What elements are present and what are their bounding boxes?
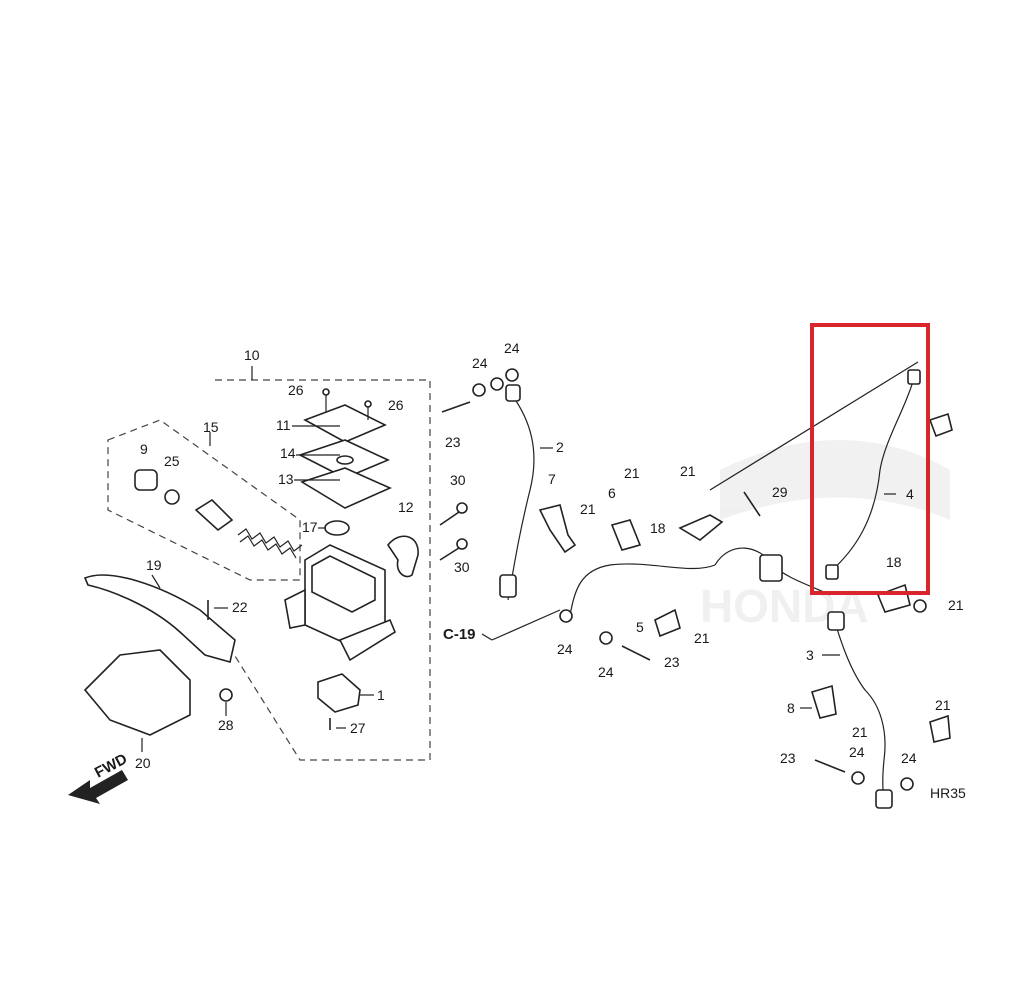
callout-30a: 30	[450, 472, 466, 488]
master-cylinder-group	[83, 366, 468, 761]
callout-6: 6	[608, 485, 616, 501]
clamp-6	[610, 519, 642, 551]
brake-hose-3	[827, 611, 893, 809]
cap-screw	[322, 388, 372, 420]
bolt-29	[743, 491, 761, 517]
callout-23b: 23	[664, 654, 680, 670]
callout-26a: 26	[288, 382, 304, 398]
callout-23a: 23	[445, 434, 461, 450]
holder-clamp	[387, 535, 419, 578]
snap-ring	[164, 489, 180, 505]
callout-24-far: 24	[901, 750, 917, 766]
joint-right	[928, 412, 953, 438]
fwd-arrow-icon	[68, 770, 128, 804]
brake-pipe-main	[569, 547, 831, 616]
diaphragm-plate	[324, 520, 350, 536]
callout-21c: 21	[580, 501, 596, 517]
bolt-23-bottom	[814, 759, 846, 773]
callout-labels: 10 15 9 25 26 26 11 14 13 17 12 30 30 19…	[135, 340, 964, 771]
callout-1: 1	[377, 687, 385, 703]
callout-24e: 24	[849, 744, 865, 760]
callout-30b: 30	[454, 559, 470, 575]
callout-24b: 24	[504, 340, 520, 356]
clamp-5	[654, 608, 681, 638]
callout-22: 22	[232, 599, 248, 615]
washer-24-c	[851, 771, 865, 785]
callout-13: 13	[278, 471, 294, 487]
callout-26b: 26	[388, 397, 404, 413]
callout-24d: 24	[598, 664, 614, 680]
callout-8: 8	[787, 700, 795, 716]
highlight-box	[810, 323, 930, 595]
callout-21e: 21	[948, 597, 964, 613]
callout-23c: 23	[780, 750, 796, 766]
callout-28: 28	[218, 717, 234, 733]
callout-14: 14	[280, 445, 296, 461]
bolt-21-right-top	[913, 599, 927, 613]
washer-24-a	[559, 609, 573, 623]
callout-29: 29	[772, 484, 788, 500]
callout-18b: 18	[886, 554, 902, 570]
bolt-23-mid	[621, 645, 651, 661]
clamp-8	[810, 684, 837, 719]
cross-ref-label: C-19	[443, 626, 476, 643]
callout-11: 11	[276, 417, 291, 433]
callout-10: 10	[244, 347, 260, 363]
callout-19: 19	[146, 557, 162, 573]
callout-20: 20	[135, 755, 151, 771]
watermark-logo: HONDA	[700, 440, 950, 632]
clamp-18-center	[678, 514, 724, 541]
callout-7: 7	[548, 471, 556, 487]
clamp-18-right	[876, 583, 911, 613]
leader-lines	[141, 425, 896, 752]
callout-25: 25	[164, 453, 180, 469]
callout-18a: 18	[650, 520, 666, 536]
callout-21g: 21	[935, 697, 951, 713]
piston-boot	[134, 469, 158, 491]
brake-hose-2	[499, 384, 535, 601]
master-cylinder-body	[284, 544, 396, 662]
callout-9: 9	[140, 441, 148, 457]
bracket-7	[538, 504, 577, 554]
clamp-right	[929, 714, 951, 743]
callout-24c: 24	[557, 641, 573, 657]
callout-21d: 21	[694, 630, 710, 646]
washer-24-b	[599, 631, 613, 645]
group-15-outline	[107, 419, 301, 581]
callout-4: 4	[906, 486, 914, 502]
callout-21a: 21	[624, 465, 640, 481]
washer-24-d	[900, 777, 914, 791]
callout-2: 2	[556, 439, 564, 455]
group-10-outline	[215, 379, 431, 761]
lever-cover	[83, 649, 191, 736]
holder-bolt	[439, 502, 468, 561]
lever-nut	[219, 688, 233, 702]
callout-24a: 24	[472, 355, 488, 371]
reference-code: HR35	[930, 785, 966, 801]
callout-5: 5	[636, 619, 644, 635]
callout-3: 3	[806, 647, 814, 663]
spring	[237, 528, 303, 559]
piston	[194, 498, 234, 532]
brake-lever	[83, 574, 236, 663]
callout-21f: 21	[852, 724, 868, 740]
callout-21b: 21	[680, 463, 696, 479]
washers-24-top	[472, 368, 519, 397]
callout-15: 15	[203, 419, 219, 435]
reservoir-cap	[297, 404, 392, 509]
callout-12: 12	[398, 499, 414, 515]
callout-27: 27	[350, 720, 366, 736]
callout-17: 17	[302, 519, 318, 535]
brake-light-switch	[317, 673, 361, 713]
bolt-23-top	[441, 401, 471, 413]
